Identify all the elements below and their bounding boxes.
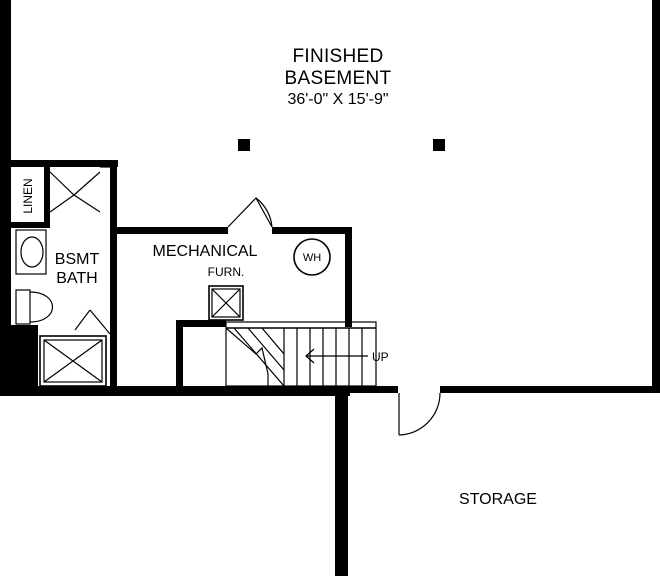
bifold-door-lower <box>49 194 101 213</box>
mechanical-door-leaf <box>255 197 273 228</box>
mechanical-top-wall-right <box>272 227 352 234</box>
support-post-right <box>433 139 445 151</box>
toilet-tank <box>15 289 31 325</box>
right-exterior-wall <box>652 0 660 386</box>
stair-angled-tread <box>233 327 285 387</box>
mechanical-right-wall <box>345 227 352 327</box>
bath-door-leaf <box>74 309 91 331</box>
furnace-box <box>208 285 244 321</box>
mechanical-fixtures <box>208 238 331 321</box>
sink-counter <box>15 229 47 275</box>
stair-angled-tread <box>247 327 285 371</box>
stair-direction-arrow-icon <box>305 348 315 364</box>
bath-left-wall <box>0 164 11 395</box>
bsmt-bath-label-2: BATH <box>56 270 97 287</box>
stair-left-wall <box>176 320 183 395</box>
storage-door-swing <box>398 392 441 436</box>
shower-inner <box>43 339 103 383</box>
stair-angled-tread <box>261 327 285 355</box>
mechanical-door <box>227 197 273 228</box>
linen-right-wall <box>44 167 50 228</box>
stair-break-line <box>225 327 269 386</box>
storage-door <box>398 392 441 436</box>
main-horizontal-wall-left <box>0 386 350 396</box>
bath-door-line <box>89 309 111 335</box>
stair-outline <box>225 321 377 387</box>
mechanical-label: MECHANICAL <box>153 243 258 260</box>
finished-basement-label-1: FINISHED <box>292 46 383 67</box>
bifold-door-upper <box>49 171 101 196</box>
main-horizontal-wall-mid <box>346 386 398 393</box>
stairs <box>225 321 377 387</box>
furnace-inner <box>211 288 241 318</box>
water-heater-label: WH <box>303 252 321 264</box>
support-post-left <box>238 139 250 151</box>
toilet-bowl <box>29 291 54 323</box>
bath-fixtures <box>15 229 111 387</box>
stair-top-wall <box>176 320 226 327</box>
left-exterior-wall <box>0 0 11 164</box>
bath-top-wall <box>0 160 118 167</box>
stairs-up-label: UP <box>372 350 389 364</box>
storage-left-wall <box>335 390 348 576</box>
furnace-label: FURN. <box>208 265 245 279</box>
sink-basin <box>20 236 44 268</box>
shower-stall <box>39 335 107 387</box>
furnace-diagonal-b <box>211 288 241 318</box>
mechanical-top-wall-left <box>110 227 228 234</box>
finished-basement-label-2: BASEMENT <box>285 68 392 89</box>
main-horizontal-wall-right <box>440 386 660 393</box>
bath-right-wall <box>110 160 117 395</box>
linen-label: LINEN <box>21 178 35 213</box>
linen-doors <box>49 166 110 213</box>
linen-bath-divider <box>11 222 49 228</box>
water-heater <box>293 238 331 276</box>
shower-diagonal-b <box>43 339 103 383</box>
bsmt-bath-label-1: BSMT <box>55 251 100 268</box>
mechanical-door-swing <box>227 197 273 228</box>
finished-basement-dimensions: 36'-0" X 15'-9" <box>287 91 388 108</box>
storage-label: STORAGE <box>459 491 537 508</box>
room-labels: FINISHED BASEMENT 36'-0" X 15'-9" MECHAN… <box>21 46 537 508</box>
